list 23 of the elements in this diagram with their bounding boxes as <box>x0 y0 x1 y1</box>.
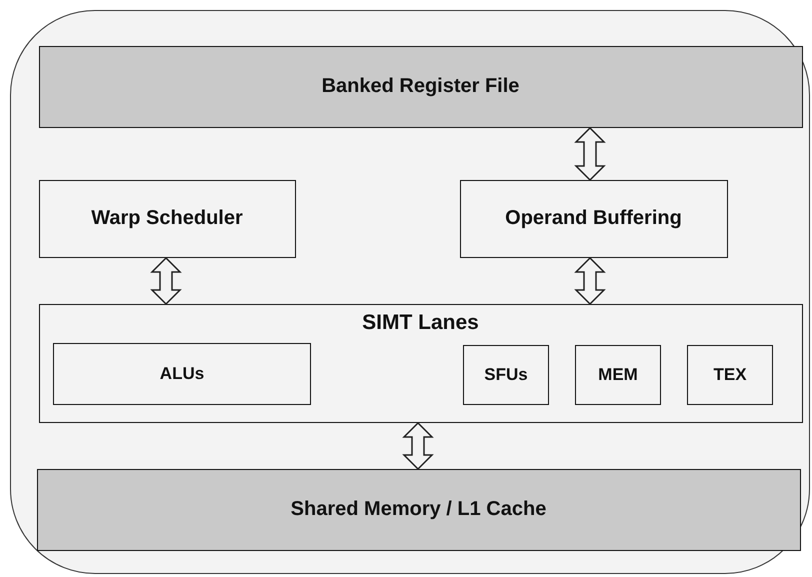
block-box <box>53 343 311 405</box>
block-box <box>575 345 661 405</box>
block-label: Banked Register File <box>322 75 520 98</box>
double-arrow <box>150 256 182 306</box>
block-box <box>36 468 800 550</box>
block-label: MEM <box>598 365 638 385</box>
block-label: ALUs <box>160 364 204 384</box>
block-box <box>38 180 296 258</box>
block-label: SIMT Lanes <box>362 310 479 334</box>
block-label: Warp Scheduler <box>91 207 243 230</box>
block-label: Operand Buffering <box>505 207 682 230</box>
group-box <box>38 304 802 422</box>
double-arrow <box>574 256 606 306</box>
double-arrow <box>402 422 434 470</box>
block-box <box>463 345 549 405</box>
outline-frame <box>10 10 810 574</box>
double-arrow <box>574 126 606 182</box>
block-label: SFUs <box>484 365 528 385</box>
block-box <box>460 180 728 258</box>
block-label: TEX <box>713 365 747 385</box>
block-label: Shared Memory / L1 Cache <box>290 498 546 521</box>
block-box <box>38 46 802 128</box>
block-box <box>687 345 773 405</box>
